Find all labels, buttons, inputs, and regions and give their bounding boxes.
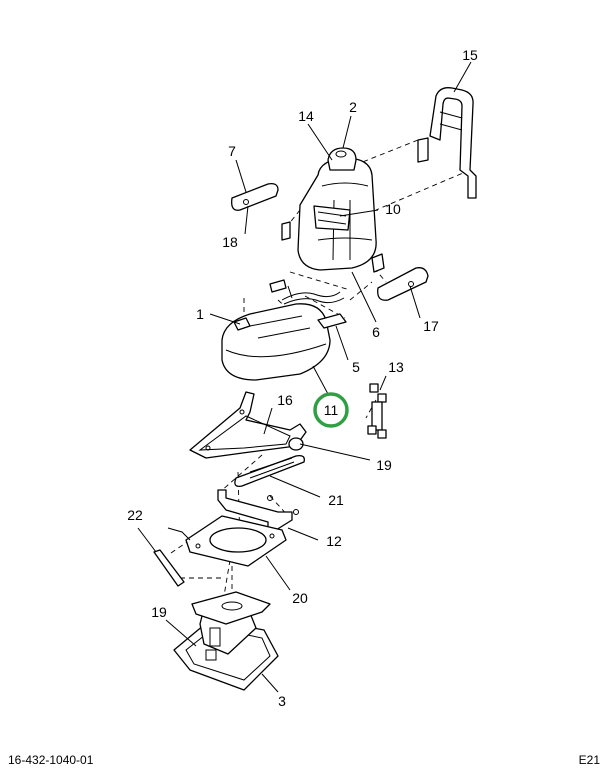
callout-6: 6 <box>372 324 380 340</box>
callout-5: 5 <box>352 359 360 375</box>
callout-1: 1 <box>196 306 204 322</box>
callout-4: 15 <box>462 47 478 63</box>
callout-17: 18 <box>222 234 238 250</box>
right-armrest-part <box>377 267 429 301</box>
callout-3: 3 <box>278 693 286 709</box>
seat-back-part <box>281 147 385 273</box>
callout-18: 19 <box>376 457 392 473</box>
callout-2: 2 <box>349 99 357 115</box>
callout-19: 19 <box>151 604 167 620</box>
headrest-frame-part <box>417 87 477 199</box>
callout-7: 7 <box>228 143 236 159</box>
callout-10: 10 <box>385 201 401 217</box>
callout-labels: 15 2 14 7 10 18 6 17 1 5 11 13 16 19 21 … <box>127 47 478 709</box>
callout-13: 12 <box>326 533 342 549</box>
back-cables-part <box>269 279 345 305</box>
callout-16: 17 <box>423 318 439 334</box>
seat-cushion-part <box>221 303 347 381</box>
seat-frame-part <box>189 391 307 487</box>
highlight-ring <box>313 392 349 428</box>
swivel-plate-part <box>167 515 287 567</box>
document-id: 16-432-1040-01 <box>8 753 94 767</box>
callout-14: 13 <box>388 359 404 375</box>
seat-base-part <box>173 591 279 691</box>
callout-15: 16 <box>277 392 293 408</box>
callout-21: 20 <box>292 590 308 606</box>
leader-lines <box>137 61 472 693</box>
callout-12: 14 <box>298 108 314 124</box>
callout-20: 21 <box>328 492 344 508</box>
adjuster-bolts-part <box>367 383 387 439</box>
page-id: E21 <box>578 753 600 767</box>
rod-part <box>153 549 185 587</box>
left-armrest-part <box>231 182 279 211</box>
mounting-plate-part <box>217 489 299 531</box>
callout-11: 11 <box>324 402 339 418</box>
callout-22: 22 <box>127 507 143 523</box>
